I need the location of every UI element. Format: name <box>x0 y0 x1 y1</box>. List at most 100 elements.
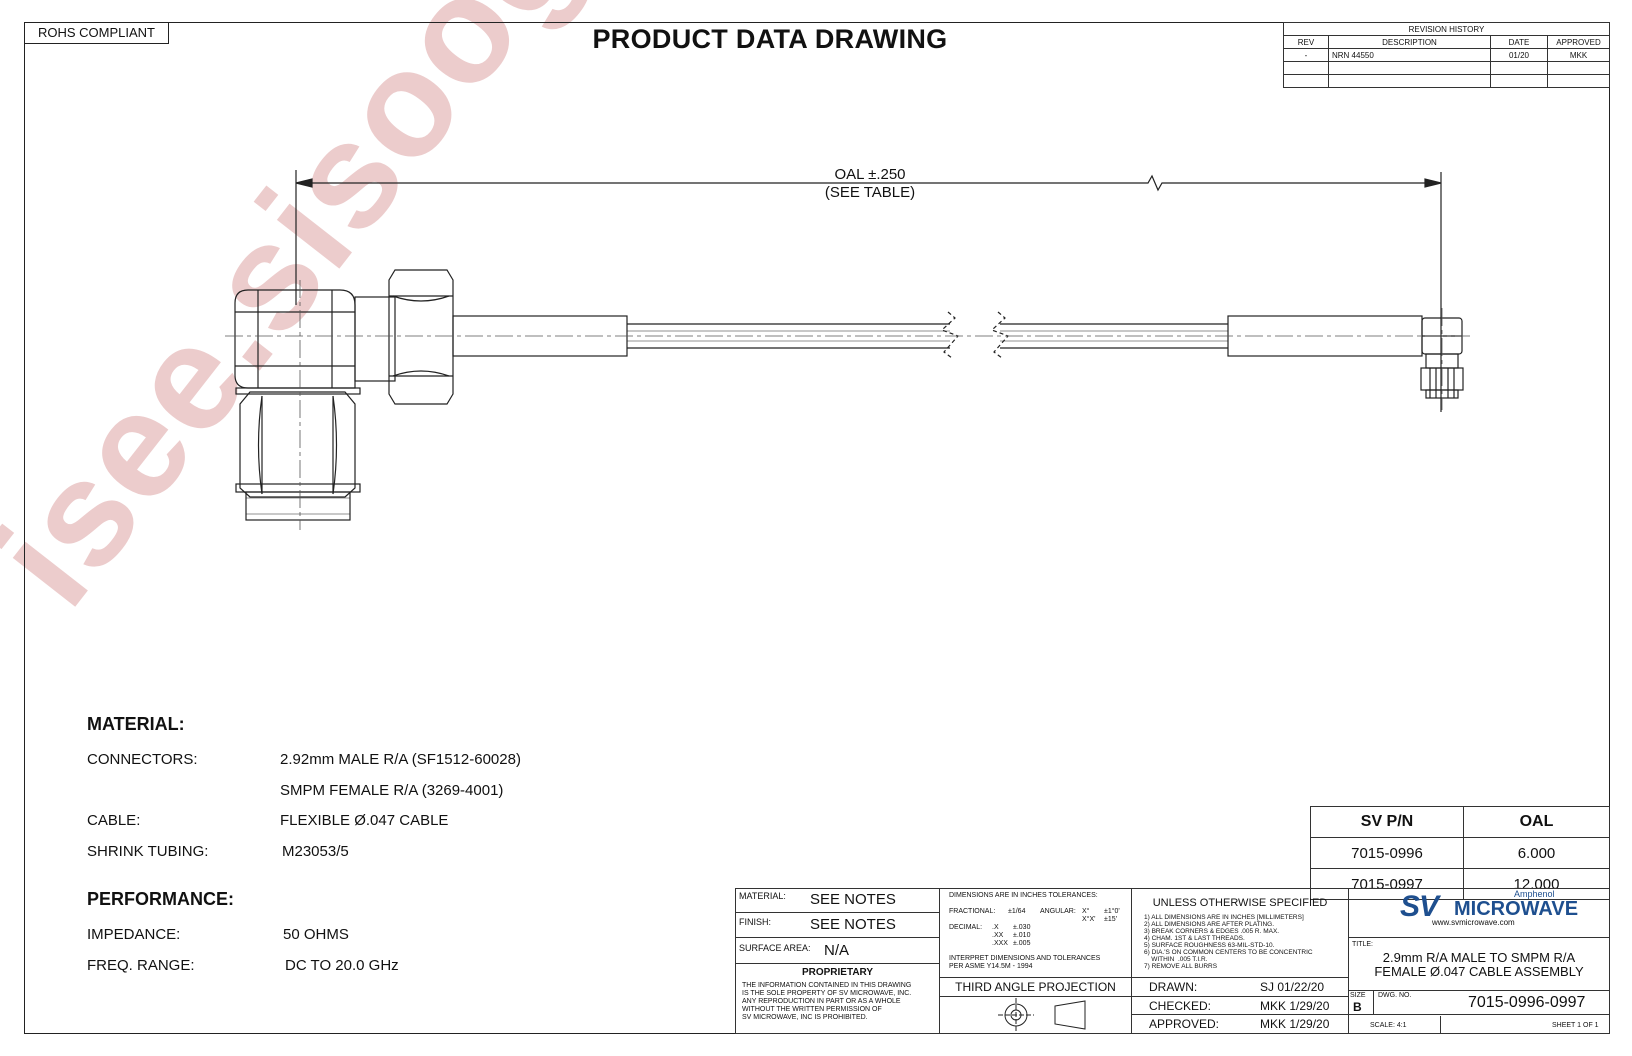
hex-curve <box>392 295 450 302</box>
shrink-value: M23053/5 <box>282 843 349 860</box>
impedance-value: 50 OHMS <box>283 926 349 943</box>
logo-area <box>1348 888 1610 938</box>
proprietary-text: THE INFORMATION CONTAINED IN THIS DRAWIN… <box>742 982 911 1022</box>
note-line: WITHIN .005 T.I.R. <box>1144 956 1208 963</box>
angular-1-key: X° <box>1082 908 1090 915</box>
company-url: www.svmicrowave.com <box>1432 918 1515 927</box>
oal-arrow-right <box>1424 178 1442 188</box>
break-symbol-right <box>990 311 1010 359</box>
oal-dimension-line <box>298 174 1439 192</box>
angular-1-val: ±1°0' <box>1104 908 1120 915</box>
checked-label: CHECKED: <box>1149 999 1212 1013</box>
tolerances-heading: DIMENSIONS ARE IN INCHES TOLERANCES: <box>949 892 1098 899</box>
tb-finish-label: FINISH: <box>739 917 772 927</box>
microwave-logo: MICROWAVE <box>1454 898 1579 920</box>
table-cell: 6.000 <box>1463 837 1610 869</box>
tb-surface-label: SURFACE AREA: <box>739 943 811 953</box>
tb-surface-value: N/A <box>824 942 850 959</box>
freq-label: FREQ. RANGE: <box>87 957 195 974</box>
tb-material-label: MATERIAL: <box>739 891 786 901</box>
note-line: 3) BREAK CORNERS & EDGES .005 R. MAX. <box>1144 928 1280 935</box>
decimal-val: ±.010 <box>1013 932 1031 939</box>
assembly-title-line-2: FEMALE Ø.047 CABLE ASSEMBLY <box>1374 964 1584 979</box>
proprietary-line: SV MICROWAVE, INC IS PROHIBITED. <box>742 1014 868 1021</box>
decimal-key: .XX <box>992 932 1004 939</box>
drawn-value: SJ 01/22/20 <box>1260 980 1325 994</box>
nut-thread <box>245 491 351 521</box>
size-cell <box>1348 990 1374 1015</box>
connector-1-value: 2.92mm MALE R/A (SF1512-60028) <box>280 751 521 768</box>
impedance-label: IMPEDANCE: <box>87 926 181 943</box>
approved-value: MKK 1/29/20 <box>1260 1017 1330 1031</box>
page-title: PRODUCT DATA DRAWING <box>592 24 948 54</box>
oal-label: OAL ±.250 <box>834 166 906 183</box>
note-line: 2) ALL DIMENSIONS ARE AFTER PLATING. <box>1144 921 1275 928</box>
break-symbol-left <box>940 311 960 359</box>
interpret-line: PER ASME Y14.5M - 1994 <box>949 963 1033 970</box>
performance-heading: PERFORMANCE: <box>87 889 234 909</box>
sheet-value: SHEET 1 OF 1 <box>1552 1022 1599 1029</box>
oal-col-oal: OAL <box>1463 806 1610 838</box>
connector-neck <box>354 296 396 382</box>
dwg-number: 7015-0996-0997 <box>1468 994 1586 1011</box>
proprietary-line: THE INFORMATION CONTAINED IN THIS DRAWIN… <box>742 982 912 989</box>
checked-value: MKK 1/29/20 <box>1260 999 1330 1013</box>
oal-col-pn: SV P/N <box>1310 806 1464 838</box>
material-heading: MATERIAL: <box>87 714 185 734</box>
amphenol-logo: Amphenol <box>1514 889 1555 899</box>
projection-cone <box>1054 1000 1086 1030</box>
approved-label: APPROVED: <box>1149 1017 1220 1031</box>
hex-curve <box>392 370 450 377</box>
note-line: 4) CHAM. 1ST & LAST THREADS. <box>1144 935 1245 942</box>
cable-value: FLEXIBLE Ø.047 CABLE <box>280 812 449 829</box>
connectors-label: CONNECTORS: <box>87 751 198 768</box>
shrink-label: SHRINK TUBING: <box>87 843 209 860</box>
rohs-badge: ROHS COMPLIANT <box>24 22 169 44</box>
oal-arrow-left <box>295 178 313 188</box>
tb-finish-value: SEE NOTES <box>810 916 896 933</box>
revision-history-table: REVISION HISTORY REV DESCRIPTION DATE AP… <box>1283 22 1610 88</box>
projection-label: THIRD ANGLE PROJECTION <box>955 980 1116 994</box>
cable-label: CABLE: <box>87 812 141 829</box>
note-line: 7) REMOVE ALL BURRS <box>1144 963 1218 970</box>
decimal-val: ±.030 <box>1013 924 1031 931</box>
proprietary-line: ANY REPRODUCTION IN PART OR AS A WHOLE <box>742 998 901 1005</box>
oal-note: (SEE TABLE) <box>824 184 916 201</box>
decimal-key: .XXX <box>992 940 1008 947</box>
ra-connector-body <box>234 289 356 389</box>
table-cell: 7015-0997 <box>1310 868 1464 900</box>
proprietary-line: IS THE SOLE PROPERTY OF SV MICROWAVE, IN… <box>742 990 912 997</box>
note-line: 5) SURFACE ROUGHNESS 63-MIL-STD-10. <box>1144 942 1275 949</box>
scale-divider <box>1440 1016 1441 1034</box>
decimal-label: DECIMAL: <box>949 924 983 931</box>
fractional-value: ±1/64 <box>1008 908 1026 915</box>
proprietary-heading: PROPRIETARY <box>801 967 874 978</box>
tb-material-value: SEE NOTES <box>810 891 896 908</box>
freq-value: DC TO 20.0 GHz <box>285 957 399 974</box>
sv-logo: SV <box>1400 890 1439 923</box>
decimal-key: .X <box>992 924 999 931</box>
angular-2-key: X°X' <box>1082 916 1096 923</box>
dwg-label: DWG. NO. <box>1378 992 1412 999</box>
proprietary-line: WITHOUT THE WRITTEN PERMISSION OF <box>742 1006 882 1013</box>
hex-nut-upper <box>388 269 454 405</box>
part-number-table: SV P/N OAL 7015-0996 6.000 7015-0997 12.… <box>1310 806 1610 900</box>
table-cell: 7015-0996 <box>1310 837 1464 869</box>
decimal-val: ±.005 <box>1013 940 1031 947</box>
nut-flange <box>235 387 361 395</box>
coupling-nut <box>239 391 356 498</box>
title-label: TITLE: <box>1352 941 1374 948</box>
note-line: 1) ALL DIMENSIONS ARE IN INCHES [MILLIME… <box>1144 914 1304 921</box>
fractional-label: FRACTIONAL: <box>949 908 996 915</box>
notes-list: 1) ALL DIMENSIONS ARE IN INCHES [MILLIME… <box>1144 914 1313 970</box>
scale-value: SCALE: 4:1 <box>1370 1022 1407 1029</box>
interpret-line: INTERPRET DIMENSIONS AND TOLERANCES <box>949 955 1101 962</box>
assembly-title-line-1: 2.9mm R/A MALE TO SMPM R/A <box>1382 950 1576 965</box>
size-value: B <box>1353 1000 1362 1014</box>
unless-heading: UNLESS OTHERWISE SPECIFIED <box>1152 897 1328 909</box>
note-line: 6) DIA.'S ON COMMON CENTERS TO BE CONCEN… <box>1144 949 1313 956</box>
nut-flange <box>235 483 361 493</box>
angular-label: ANGULAR: <box>1040 908 1076 915</box>
rev-cell-empty <box>1547 74 1610 88</box>
